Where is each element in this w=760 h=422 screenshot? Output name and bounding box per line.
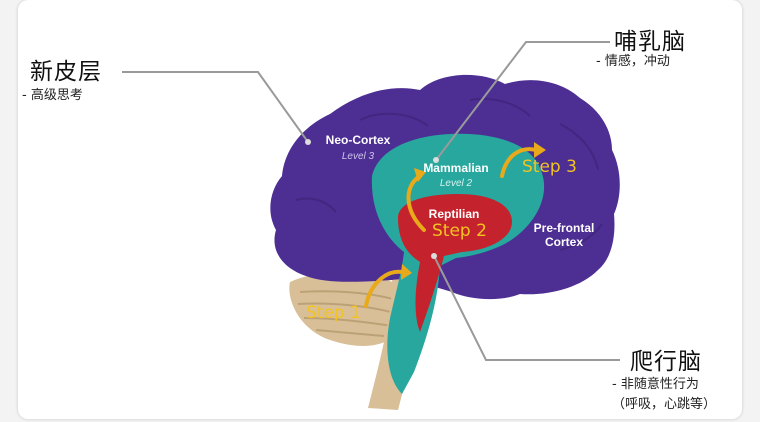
mammalian-region <box>371 133 545 395</box>
step2-label: Step 2 <box>432 221 487 241</box>
neocortex-level-label: Level 3 <box>342 151 375 162</box>
reptilian-region <box>398 194 512 332</box>
callout-lines <box>122 41 620 361</box>
mammalian-label: Mammalian <box>423 161 488 175</box>
step-arrowheads <box>401 142 546 280</box>
mammalian-cn-title: 哺乳脑 <box>614 29 686 55</box>
prefrontal-label-line1: Pre-frontal <box>534 221 595 235</box>
step3-arrow <box>500 147 538 178</box>
step1-arrow <box>364 269 404 308</box>
mammalian-level-label: Level 2 <box>440 178 473 189</box>
step-arrows <box>364 147 538 308</box>
neocortex-label: Neo-Cortex <box>326 133 391 147</box>
prefrontal-label-line2: Cortex <box>545 235 583 249</box>
step1-label: Step 1 <box>306 303 361 323</box>
neocortex-cn-desc: - 高级思考 <box>22 88 83 103</box>
cerebellum <box>289 272 404 346</box>
reptilian-cn-desc-line1: - 非随意性行为 <box>612 377 699 392</box>
reptilian-cn-title: 爬行脑 <box>630 349 702 375</box>
mammalian-cn-desc: - 情感，冲动 <box>596 54 670 69</box>
neocortex-cn-title: 新皮层 <box>30 59 102 85</box>
reptilian-label: Reptilian <box>429 207 480 221</box>
reptilian-cn-desc-line2: （呼吸，心跳等） <box>612 397 717 412</box>
step2-arrow <box>406 174 426 232</box>
step3-label: Step 3 <box>522 157 577 177</box>
